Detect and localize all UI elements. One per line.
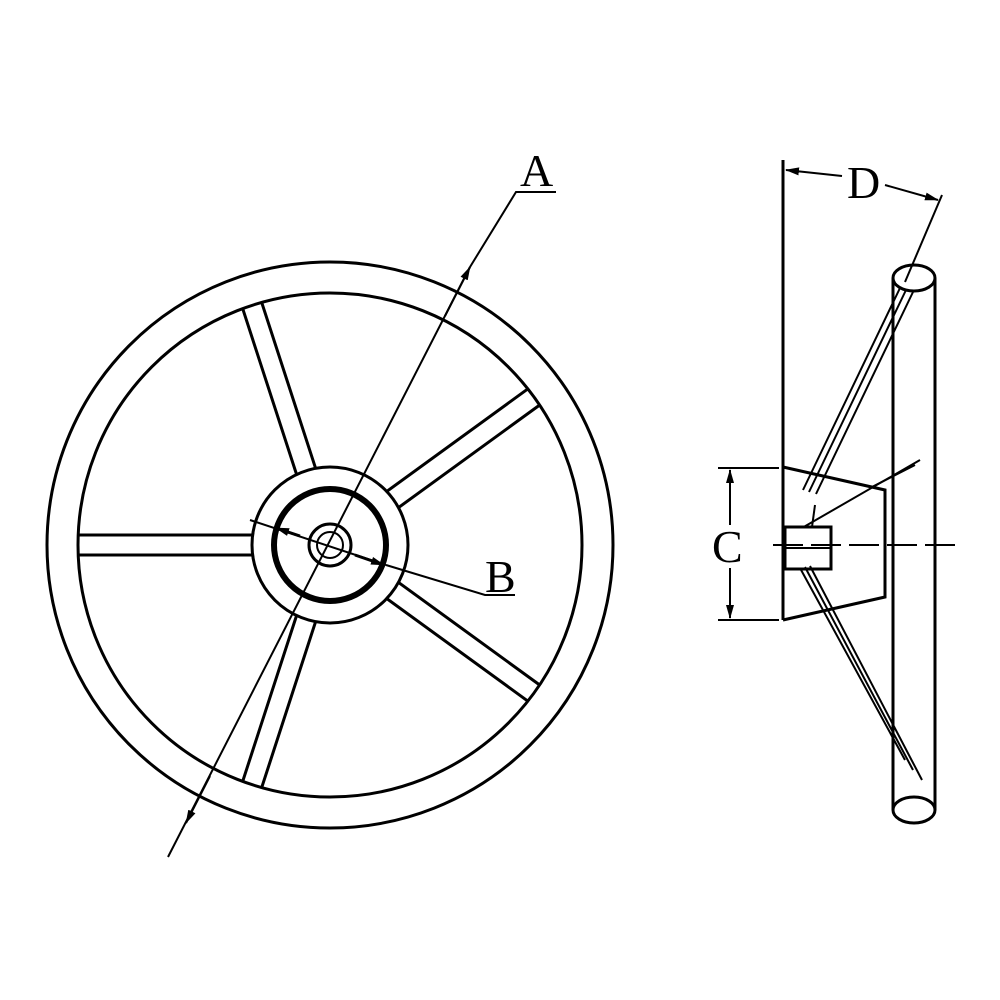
spoke [240,300,320,484]
outer-rim [45,260,615,830]
bore-outer [307,522,353,568]
bore-inner [316,531,344,559]
inner-rim [76,291,584,799]
label-c: C [712,521,743,572]
side-view: C D [712,157,955,825]
upper-spoke-edge [802,287,901,491]
upper-spoke-edge [808,289,907,493]
dimension-a-arrow-top [444,266,471,317]
dimension-a-arrow-bottom [185,775,211,824]
label-d: D [847,157,880,208]
rim-tube-bottom [891,795,937,825]
lower-spoke-edge [799,567,906,761]
lower-spoke-edge [804,566,914,771]
spoke [240,607,320,790]
spoke [378,386,542,514]
dimension-b-arrow-right [354,553,385,567]
dimension-a-line [167,266,471,858]
hub-detail [811,504,816,528]
dimension-d-ext [904,194,943,283]
dimension-d-arrow-right [884,184,939,201]
hub-detail [869,464,916,489]
label-a: A [520,145,553,196]
dimension-b-arrow-left [275,526,301,538]
label-b: B [485,551,516,602]
hub-side [782,465,887,622]
upper-spoke-edge [815,291,914,495]
dimension-b-leader [385,564,515,596]
spoke [77,533,262,557]
spoke [379,575,542,704]
dimension-a-leader [469,191,556,268]
lower-spoke-edge [809,565,923,781]
rim-tube-top [891,263,937,293]
dimension-d-arrow-left [785,167,843,177]
front-view: A B [45,145,615,858]
hub-ring [271,486,389,604]
